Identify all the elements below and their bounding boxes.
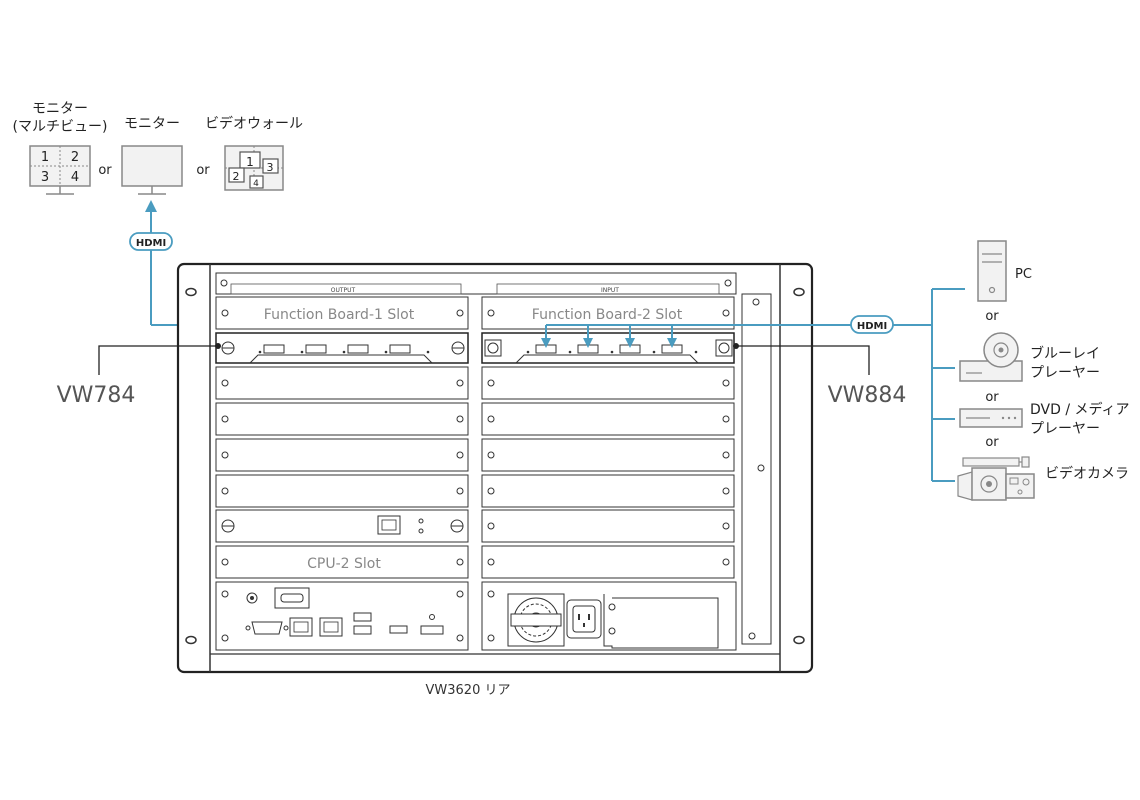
or-label: or	[196, 163, 210, 178]
monitor-label: モニター	[124, 116, 180, 132]
vw884-board	[481, 332, 735, 364]
bluray-player-icon	[959, 332, 1023, 382]
function-board-2-slot: Function Board-2 Slot	[481, 296, 735, 330]
or-label: or	[985, 390, 999, 405]
multiview-number: 1	[41, 150, 49, 165]
vw884-callout: VW884	[733, 343, 906, 408]
input-label: INPUT	[601, 287, 619, 294]
function-board-1-slot: Function Board-1 Slot	[215, 296, 469, 330]
vw884-label: VW884	[828, 383, 907, 408]
empty-slot	[215, 366, 469, 400]
hdmi-badge-input: HDMI	[850, 315, 894, 334]
output-input-strip: OUTPUT INPUT	[215, 272, 737, 295]
right-side-rail	[741, 293, 772, 645]
svg-text:Function Board-1 Slot: Function Board-1 Slot	[264, 307, 415, 323]
empty-slot	[481, 509, 735, 543]
lan-slot	[215, 509, 469, 543]
empty-slot	[481, 366, 735, 400]
svg-text:HDMI: HDMI	[136, 238, 166, 249]
pc-label: PC	[1015, 267, 1032, 282]
bluray-label-line2: プレーヤー	[1030, 365, 1100, 381]
dvd-label-line1: DVD / メディア	[1030, 401, 1130, 418]
bluray-label-line1: ブルーレイ	[1030, 345, 1100, 362]
multiview-number: 4	[71, 170, 79, 185]
svg-text:Function Board-2 Slot: Function Board-2 Slot	[532, 307, 683, 323]
video-camera-icon	[957, 456, 1035, 501]
videowall-label: ビデオウォール	[205, 115, 303, 132]
empty-slot	[215, 474, 469, 508]
empty-slot	[215, 402, 469, 436]
power-supply-slot	[481, 581, 737, 651]
videowall-number: 1	[246, 155, 254, 169]
cpu-2-slot: CPU-2 Slot	[215, 545, 469, 579]
videowall-number: 4	[253, 179, 259, 189]
dvd-label-line2: プレーヤー	[1030, 421, 1100, 437]
video-camera-label: ビデオカメラ	[1045, 465, 1129, 482]
multiview-monitor-icon: 1 2 3 4	[29, 145, 91, 195]
multiview-monitor-label-line2: (マルチビュー)	[13, 119, 108, 135]
multiview-number: 2	[71, 150, 79, 165]
or-label: or	[985, 309, 999, 324]
vw784-label: VW784	[57, 383, 136, 408]
empty-slot	[481, 545, 735, 579]
empty-slot	[481, 402, 735, 436]
vw784-callout: VW784	[57, 343, 221, 408]
hdmi-badge-output: HDMI	[129, 232, 173, 251]
videowall-icon: 1 2 3 4	[224, 145, 284, 191]
svg-text:CPU-2 Slot: CPU-2 Slot	[307, 556, 381, 572]
pc-tower-icon	[977, 240, 1007, 302]
vw784-board	[215, 332, 469, 364]
cpu-io-panel	[215, 581, 469, 651]
dvd-player-icon	[959, 408, 1023, 428]
multiview-number: 3	[41, 170, 49, 185]
empty-slot	[215, 438, 469, 472]
output-label: OUTPUT	[331, 287, 356, 294]
videowall-number: 3	[267, 161, 274, 174]
empty-slot	[481, 474, 735, 508]
vw3620-rear-caption: VW3620 リア	[426, 683, 511, 698]
or-label: or	[98, 163, 112, 178]
empty-slots	[215, 366, 735, 579]
svg-text:HDMI: HDMI	[857, 321, 887, 332]
monitor-icon	[121, 145, 183, 195]
videowall-number: 2	[233, 170, 240, 183]
multiview-monitor-label-line1: モニター	[32, 101, 88, 117]
empty-slot	[481, 438, 735, 472]
or-label: or	[985, 435, 999, 450]
